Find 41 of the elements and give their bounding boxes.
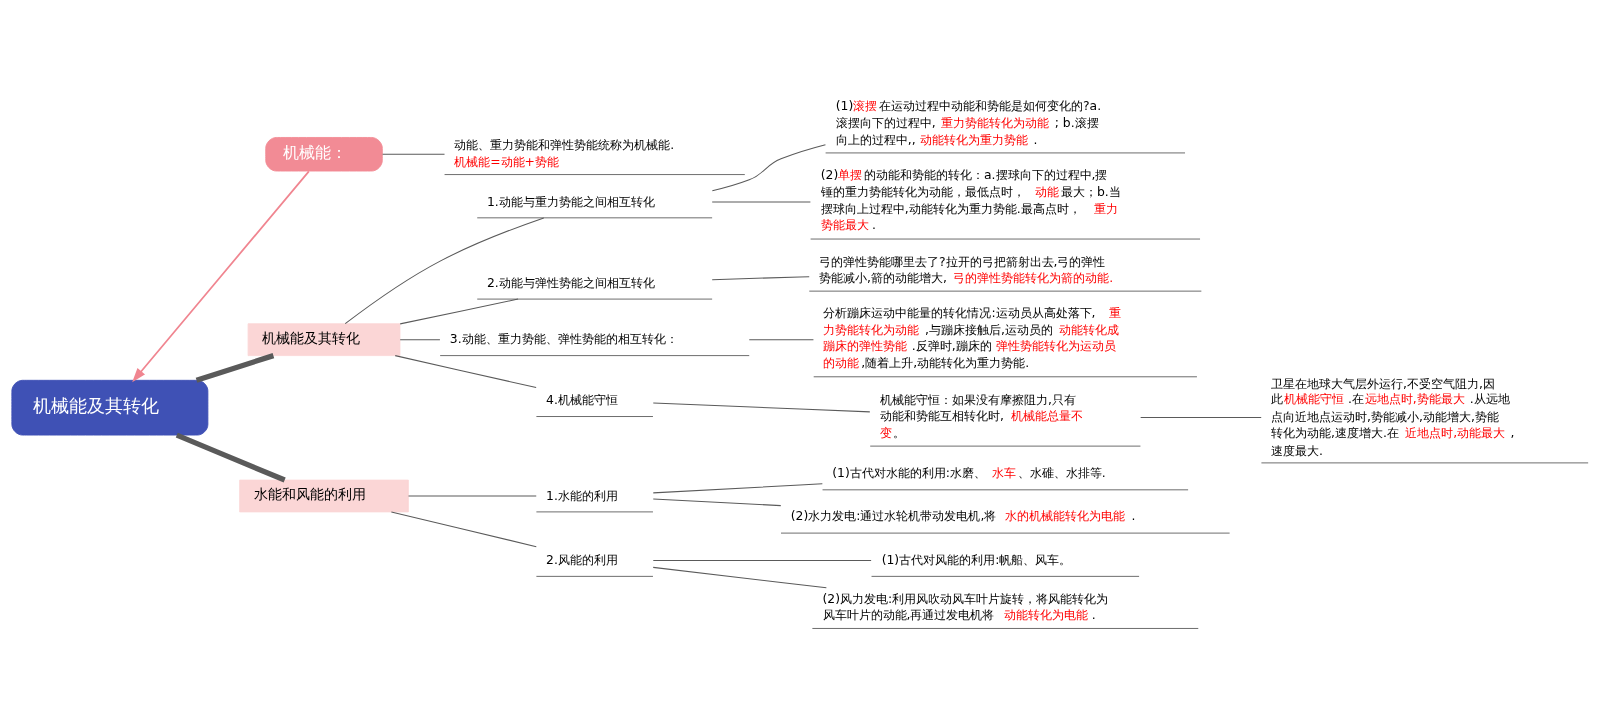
node-text: (2)水力发电:通过水轮机带动发电机,将水的机械能转化为电能.: [790, 509, 1136, 524]
connector: [652, 483, 823, 494]
node-text: (2)风力发电:利用风吹动风车叶片旋转，将风能转化为风车叶片的动能,再通过发电机将动能转化为电能.: [822, 592, 1109, 622]
node-box: 机械能及其转化: [11, 379, 209, 436]
node-text: 卫星在地球大气层外运行,不受空气阻力,因此机械能守恒.在远地点时,势能最大.从远地点向近地点运动时,势能减小,动能增大,势能转化为动能,速度增大.在近地点时,动能最大,速度最大.: [1271, 376, 1515, 458]
connector: [652, 566, 827, 589]
node-text: 弓的弹性势能哪里去了?拉开的弓把箭射出去,弓的弹性势能减小,箭的动能增大,弓的弹性势能转化为箭的动能.: [818, 254, 1114, 285]
node-text: (1)古代对风能的利用:帆船、风车。: [881, 553, 1072, 568]
connector: [652, 498, 782, 507]
connector: [394, 355, 537, 389]
connector: [652, 402, 871, 413]
node-text: 3.动能、重力势能、弹性势能的相互转化：: [449, 332, 678, 347]
node-text: 1.水能的利用: [546, 488, 618, 503]
arrow: [132, 170, 310, 383]
connector: [399, 339, 441, 341]
connector: [382, 153, 446, 155]
connector: [390, 511, 537, 548]
node-text: (1)滚摆在运动过程中动能和势能是如何变化的?a.滚摆向下的过程中,重力势能转化为动能; b.滚摆向上的过程中,,动能转化为重力势能.: [835, 99, 1102, 147]
node-text: 分析蹦床运动中能量的转化情况:运动员从高处落下,重力势能转化为动能,与蹦床接触后,运动员的动能转化成蹦床的弹性势能.反弹时,蹦床的弹性势能转化为运动员的动能,随着上升,动能转化为重力势能.: [823, 305, 1121, 371]
node-text: 1.动能与重力势能之间相互转化: [486, 194, 655, 209]
connector: [399, 298, 519, 325]
connector: [711, 276, 810, 281]
connector: [711, 201, 811, 203]
node-text: 2.动能与弹性势能之间相互转化: [486, 275, 655, 290]
node-box: 机械能：: [265, 137, 383, 172]
node-text: (1)古代对水能的利用:水磨、水车、水碓、水排等.: [832, 465, 1106, 480]
connector: [1140, 416, 1262, 418]
node-box: 水能和风能的利用: [239, 479, 409, 513]
connector: [195, 353, 275, 383]
node-text: (2)单摆的动能和势能的转化：a.摆球向下的过程中,摆锤的重力势能转化为动能，最低点时，动能最大；b.当摆球向上过程中,动能转化为重力势能.最高点时，重力势能最大.: [820, 168, 1121, 233]
connector: [748, 339, 814, 341]
node-box: 机械能及其转化: [247, 323, 401, 357]
node-text: 动能、重力势能和弹性势能统称为机械能. 机械能=动能+势能: [454, 138, 675, 169]
node-text: 2.风能的利用: [546, 553, 618, 568]
connector: [175, 432, 286, 483]
connector: [711, 144, 826, 192]
connector: [344, 217, 545, 325]
node-text: 4.机械能守恒: [546, 393, 618, 408]
connector: [652, 559, 872, 561]
node-text: 机械能守恒：如果没有摩擦阻力,只有动能和势能互相转化时,机械能总量不变。: [879, 393, 1083, 441]
connector: [408, 495, 537, 497]
